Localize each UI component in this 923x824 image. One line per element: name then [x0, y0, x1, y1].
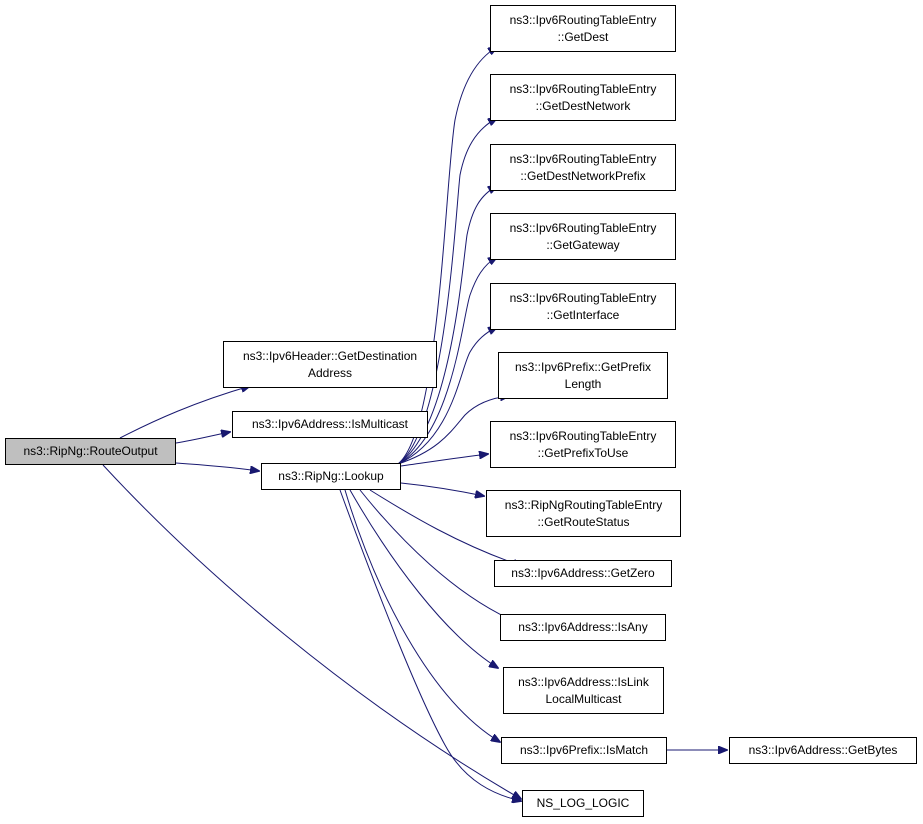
node-get-dest[interactable]: ns3::Ipv6RoutingTableEntry ::GetDest [490, 5, 676, 52]
node-route-output: ns3::RipNg::RouteOutput [5, 438, 176, 465]
node-get-dest-network[interactable]: ns3::Ipv6RoutingTableEntry ::GetDestNetw… [490, 74, 676, 121]
edge-lookup-to-is-match [344, 489, 500, 742]
edge-route-output-to-lookup [175, 462, 259, 471]
node-get-prefix-to-use-line1: ns3::Ipv6RoutingTableEntry [509, 428, 657, 443]
edge-lookup-to-is-any [359, 489, 514, 621]
node-get-prefix-length-line2: Length [564, 376, 602, 391]
node-get-route-status-line2: ::GetRouteStatus [537, 514, 630, 529]
edge-route-output-to-get-destination-address [119, 386, 250, 439]
node-get-interface-line2: ::GetInterface [546, 307, 620, 322]
node-get-dest-network-prefix-line1: ns3::Ipv6RoutingTableEntry [509, 151, 657, 166]
node-is-match[interactable]: ns3::Ipv6Prefix::IsMatch [501, 737, 667, 764]
node-get-gateway-line2: ::GetGateway [546, 237, 620, 252]
node-get-interface-line1: ns3::Ipv6RoutingTableEntry [509, 290, 657, 305]
edge-route-output-to-is-multicast [175, 432, 230, 444]
node-get-gateway-line1: ns3::Ipv6RoutingTableEntry [509, 220, 657, 235]
edge-lookup-to-get-dest [397, 47, 497, 465]
edge-lookup-to-get-zero [369, 489, 522, 566]
node-ns-log-logic[interactable]: NS_LOG_LOGIC [522, 790, 644, 817]
node-get-destination-address-line2: Address [307, 365, 353, 380]
node-get-bytes[interactable]: ns3::Ipv6Address::GetBytes [729, 737, 917, 764]
node-is-link-local-multicast-line1: ns3::Ipv6Address::IsLink [518, 674, 649, 689]
node-get-prefix-to-use[interactable]: ns3::Ipv6RoutingTableEntry ::GetPrefixTo… [490, 421, 676, 468]
node-get-dest-network-prefix[interactable]: ns3::Ipv6RoutingTableEntry ::GetDestNetw… [490, 144, 676, 191]
node-is-match-line1: ns3::Ipv6Prefix::IsMatch [519, 743, 649, 757]
node-ns-log-logic-line1: NS_LOG_LOGIC [536, 796, 630, 810]
node-get-zero[interactable]: ns3::Ipv6Address::GetZero [494, 560, 672, 587]
edge-lookup-to-get-prefix-to-use [400, 454, 488, 467]
edge-lookup-to-get-interface [397, 327, 497, 465]
node-get-prefix-length[interactable]: ns3::Ipv6Prefix::GetPrefix Length [498, 352, 668, 399]
node-get-route-status[interactable]: ns3::RipNgRoutingTableEntry ::GetRouteSt… [486, 490, 681, 537]
node-is-multicast[interactable]: ns3::Ipv6Address::IsMulticast [232, 411, 428, 438]
node-get-prefix-to-use-line2: ::GetPrefixToUse [537, 445, 629, 460]
edge-lookup-to-is-link-local-multicast [349, 489, 498, 668]
node-is-link-local-multicast[interactable]: ns3::Ipv6Address::IsLink LocalMulticast [503, 667, 664, 714]
node-is-any-line1: ns3::Ipv6Address::IsAny [518, 620, 648, 634]
node-get-destination-address[interactable]: ns3::Ipv6Header::GetDestination Address [223, 341, 437, 388]
node-get-zero-line1: ns3::Ipv6Address::GetZero [511, 566, 655, 580]
edge-lookup-to-get-gateway [397, 257, 497, 465]
node-route-output-line1: ns3::RipNg::RouteOutput [23, 444, 158, 458]
edge-lookup-to-ns-log-logic [339, 489, 521, 801]
edge-lookup-to-get-prefix-length [397, 396, 509, 465]
edge-lookup-to-get-route-status [400, 482, 484, 496]
node-get-dest-network-line1: ns3::Ipv6RoutingTableEntry [509, 81, 657, 96]
node-get-gateway[interactable]: ns3::Ipv6RoutingTableEntry ::GetGateway [490, 213, 676, 260]
node-lookup[interactable]: ns3::RipNg::Lookup [261, 463, 401, 490]
node-is-multicast-line1: ns3::Ipv6Address::IsMulticast [251, 417, 409, 431]
node-is-any[interactable]: ns3::Ipv6Address::IsAny [500, 614, 666, 641]
node-get-bytes-line1: ns3::Ipv6Address::GetBytes [748, 743, 898, 757]
edge-route-output-to-ns-log-logic [102, 464, 521, 799]
node-get-dest-network-prefix-line2: ::GetDestNetworkPrefix [520, 168, 646, 183]
node-get-dest-line2: ::GetDest [557, 29, 609, 44]
node-get-destination-address-line1: ns3::Ipv6Header::GetDestination [242, 348, 418, 363]
node-get-prefix-length-line1: ns3::Ipv6Prefix::GetPrefix [514, 359, 652, 374]
node-lookup-line1: ns3::RipNg::Lookup [278, 469, 384, 483]
node-get-route-status-line1: ns3::RipNgRoutingTableEntry [504, 497, 663, 512]
node-is-link-local-multicast-line2: LocalMulticast [545, 691, 622, 706]
node-get-interface[interactable]: ns3::Ipv6RoutingTableEntry ::GetInterfac… [490, 283, 676, 330]
node-get-dest-line1: ns3::Ipv6RoutingTableEntry [509, 12, 657, 27]
node-get-dest-network-line2: ::GetDestNetwork [535, 98, 631, 113]
